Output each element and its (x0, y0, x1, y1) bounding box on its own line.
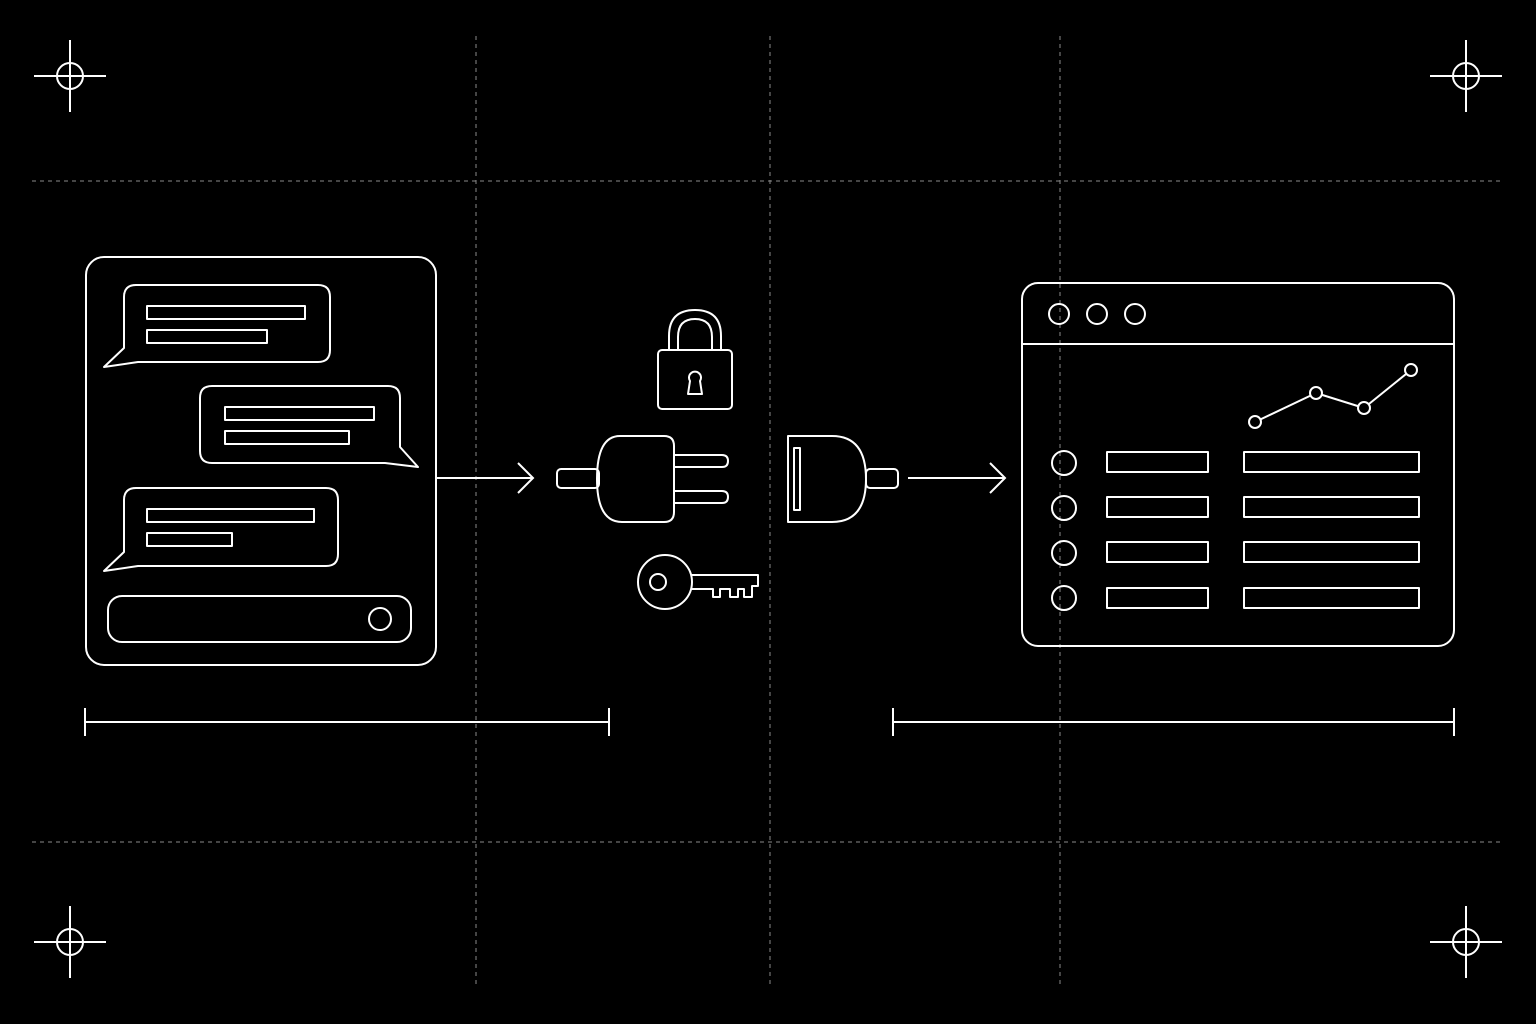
crosshair-icon (1430, 40, 1502, 112)
app-window-frame (1021, 282, 1455, 647)
window-control-dot (1086, 303, 1108, 325)
row-radio-icon (1051, 540, 1077, 566)
row-field-short (1106, 587, 1209, 609)
line-chart-icon (1248, 363, 1418, 429)
row-field-long (1243, 451, 1420, 473)
chat-window-icon (85, 256, 437, 666)
crosshair-icon (34, 906, 106, 978)
message-line (224, 406, 375, 421)
crosshair-icon (1430, 906, 1502, 978)
span-bracket-right (892, 708, 1455, 736)
list-row (1051, 450, 1420, 476)
plug-cable (556, 468, 600, 489)
chat-bubble-incoming (103, 284, 331, 368)
guide-grid (32, 36, 1504, 986)
row-radio-icon (1051, 495, 1077, 521)
list-row (1051, 585, 1420, 611)
list-row (1051, 495, 1420, 521)
crosshair-icon (34, 40, 106, 112)
send-button-icon (368, 607, 392, 631)
message-line (224, 430, 350, 445)
right-arrow-icon (908, 462, 1007, 494)
socket-cable (865, 468, 899, 489)
span-bracket-left (84, 708, 610, 736)
chat-bubble-incoming (103, 487, 339, 572)
list-row (1051, 540, 1420, 566)
window-control-dot (1048, 303, 1070, 325)
row-field-short (1106, 541, 1209, 563)
plug-prong (674, 454, 729, 468)
message-line (146, 532, 233, 547)
chat-input-field (107, 595, 412, 643)
right-arrow-icon (436, 462, 535, 494)
row-radio-icon (1051, 585, 1077, 611)
browser-window-icon (1021, 282, 1455, 647)
plug-body (596, 435, 675, 523)
row-field-long (1243, 541, 1420, 563)
row-field-long (1243, 496, 1420, 518)
plug-prong (674, 490, 729, 504)
window-control-dot (1124, 303, 1146, 325)
chat-bubble-outgoing (199, 385, 419, 468)
message-line (146, 329, 268, 344)
keyhole-icon (687, 370, 703, 395)
plug-icon (556, 435, 729, 523)
padlock-icon (657, 309, 733, 410)
chat-window-frame (85, 256, 437, 666)
message-line (146, 508, 315, 523)
socket-slot (793, 447, 801, 511)
row-field-short (1106, 496, 1209, 518)
socket-icon (787, 435, 899, 523)
message-line (146, 305, 306, 320)
row-field-long (1243, 587, 1420, 609)
key-icon (637, 554, 759, 610)
row-field-short (1106, 451, 1209, 473)
row-radio-icon (1051, 450, 1077, 476)
